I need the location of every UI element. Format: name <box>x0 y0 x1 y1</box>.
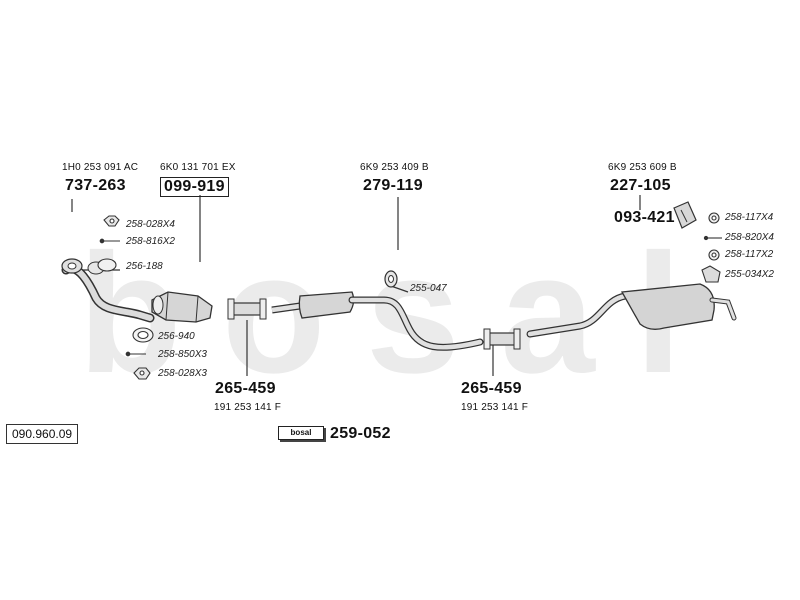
accessory-label: 258-816X2 <box>126 236 175 247</box>
oem-number-middle-silencer: 6K9 253 409 B <box>360 162 429 173</box>
clamp-265-459-right <box>483 328 521 350</box>
part-number-catalytic-converter: 099-919 <box>160 177 229 197</box>
part-number-clamp-right: 265-459 <box>461 380 522 397</box>
bracket-093-421 <box>673 201 697 229</box>
accessory-label: 258-820X4 <box>725 232 774 243</box>
accessory-label: 255-034X2 <box>725 269 774 280</box>
oem-number-clamp-right: 191 253 141 F <box>461 402 529 413</box>
bosal-logo-tag: bosal <box>278 426 324 440</box>
catalytic-converter-099-919 <box>151 291 213 323</box>
accessory-label: 255-047 <box>410 283 447 294</box>
nut-hole-icon <box>109 218 115 224</box>
part-number-bracket: 093-421 <box>614 209 675 226</box>
part-number-front-pipe: 737-263 <box>65 177 126 194</box>
rubber-mount-icon <box>701 265 721 283</box>
middle-silencer-279-119 <box>271 291 484 351</box>
accessory-icons-left <box>97 215 154 380</box>
bolt-head-icon <box>125 351 131 357</box>
gasket-icon <box>97 258 117 272</box>
part-number-middle-silencer: 279-119 <box>363 177 423 194</box>
hanger-255-047 <box>384 270 398 288</box>
clamp-265-459-left <box>227 298 267 320</box>
bolt-head-icon <box>99 238 105 244</box>
oem-number-rear-silencer: 6K9 253 609 B <box>608 162 677 173</box>
part-number-clamp-left: 265-459 <box>215 380 276 397</box>
accessory-label: 258-850X3 <box>158 349 207 360</box>
leader-line <box>390 285 409 293</box>
accessory-label: 258-028X3 <box>158 368 207 379</box>
accessory-label: 258-028X4 <box>126 219 175 230</box>
part-number-rear-silencer: 227-105 <box>610 177 671 194</box>
oem-number-clamp-left: 191 253 141 F <box>214 402 282 413</box>
oem-number-catalytic-converter: 6K0 131 701 EX <box>160 162 236 173</box>
accessory-label: 258-117X2 <box>725 249 774 260</box>
rear-silencer-227-105 <box>526 283 737 338</box>
accessory-icons-right <box>701 212 722 283</box>
part-number-mounting-kit: 259-052 <box>330 425 391 442</box>
accessory-label: 256-188 <box>126 261 163 272</box>
diagram-id-label: 090.960.09 <box>6 424 79 444</box>
front-pipe-737-263 <box>61 258 155 323</box>
oem-number-front-pipe: 1H0 253 091 AC <box>62 162 139 173</box>
accessory-label: 258-117X4 <box>725 212 774 223</box>
accessory-label: 256-940 <box>158 331 195 342</box>
